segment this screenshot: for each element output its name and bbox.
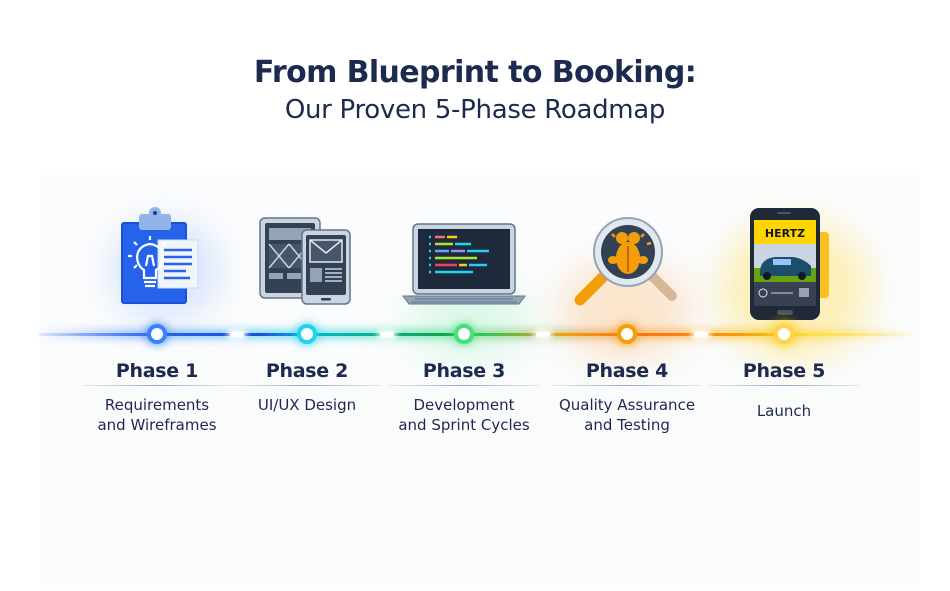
divider xyxy=(232,385,382,386)
description-line: Development xyxy=(413,396,515,414)
spark xyxy=(230,332,244,337)
spark xyxy=(536,332,550,337)
tablet-wireframe-icon xyxy=(232,200,382,320)
description-line: and Wireframes xyxy=(97,416,217,434)
phase-description: Development and Sprint Cycles xyxy=(374,395,554,435)
divider xyxy=(389,385,539,386)
description-line: Quality Assurance xyxy=(558,396,696,414)
page-subtitle: Our Proven 5-Phase Roadmap xyxy=(284,95,666,125)
spark xyxy=(380,332,394,337)
hertz-logo-text: HERTZ xyxy=(765,227,805,240)
phase-label: Phase 1 xyxy=(115,360,199,382)
magnifying-glass-icon xyxy=(552,200,702,320)
phase-3-node xyxy=(454,324,474,344)
description-line: and Sprint Cycles xyxy=(398,416,530,434)
page-title: From Blueprint to Booking: xyxy=(253,55,697,90)
phase-2-node xyxy=(297,324,317,344)
description-line: UI/UX Design xyxy=(257,396,357,414)
divider xyxy=(552,385,702,386)
phase-description: Launch xyxy=(694,401,874,421)
spark xyxy=(694,332,708,337)
laptop-code-icon xyxy=(389,200,539,320)
phase-5-node xyxy=(774,324,794,344)
divider xyxy=(709,385,859,386)
phase-description: Requirements and Wireframes xyxy=(67,395,247,435)
description-line: and Testing xyxy=(584,416,670,434)
phase-1-node xyxy=(147,324,167,344)
phase-label: Phase 5 xyxy=(742,360,826,382)
description-line: Launch xyxy=(756,402,812,420)
description-line: Requirements xyxy=(104,396,210,414)
clipboard-lightbulb-icon xyxy=(82,200,232,320)
timeline-bar xyxy=(38,329,918,339)
phase-4-node xyxy=(617,324,637,344)
header: From Blueprint to Booking: Our Proven 5-… xyxy=(0,54,950,128)
timeline-line xyxy=(38,333,918,336)
smartphone-app-icon: HERTZ xyxy=(709,200,859,320)
phase-label: Phase 3 xyxy=(422,360,506,382)
phase-label: Phase 4 xyxy=(585,360,669,382)
phase-label: Phase 2 xyxy=(265,360,349,382)
phase-description: Quality Assurance and Testing xyxy=(537,395,717,435)
divider xyxy=(82,385,232,386)
phase-description: UI/UX Design xyxy=(217,395,397,415)
